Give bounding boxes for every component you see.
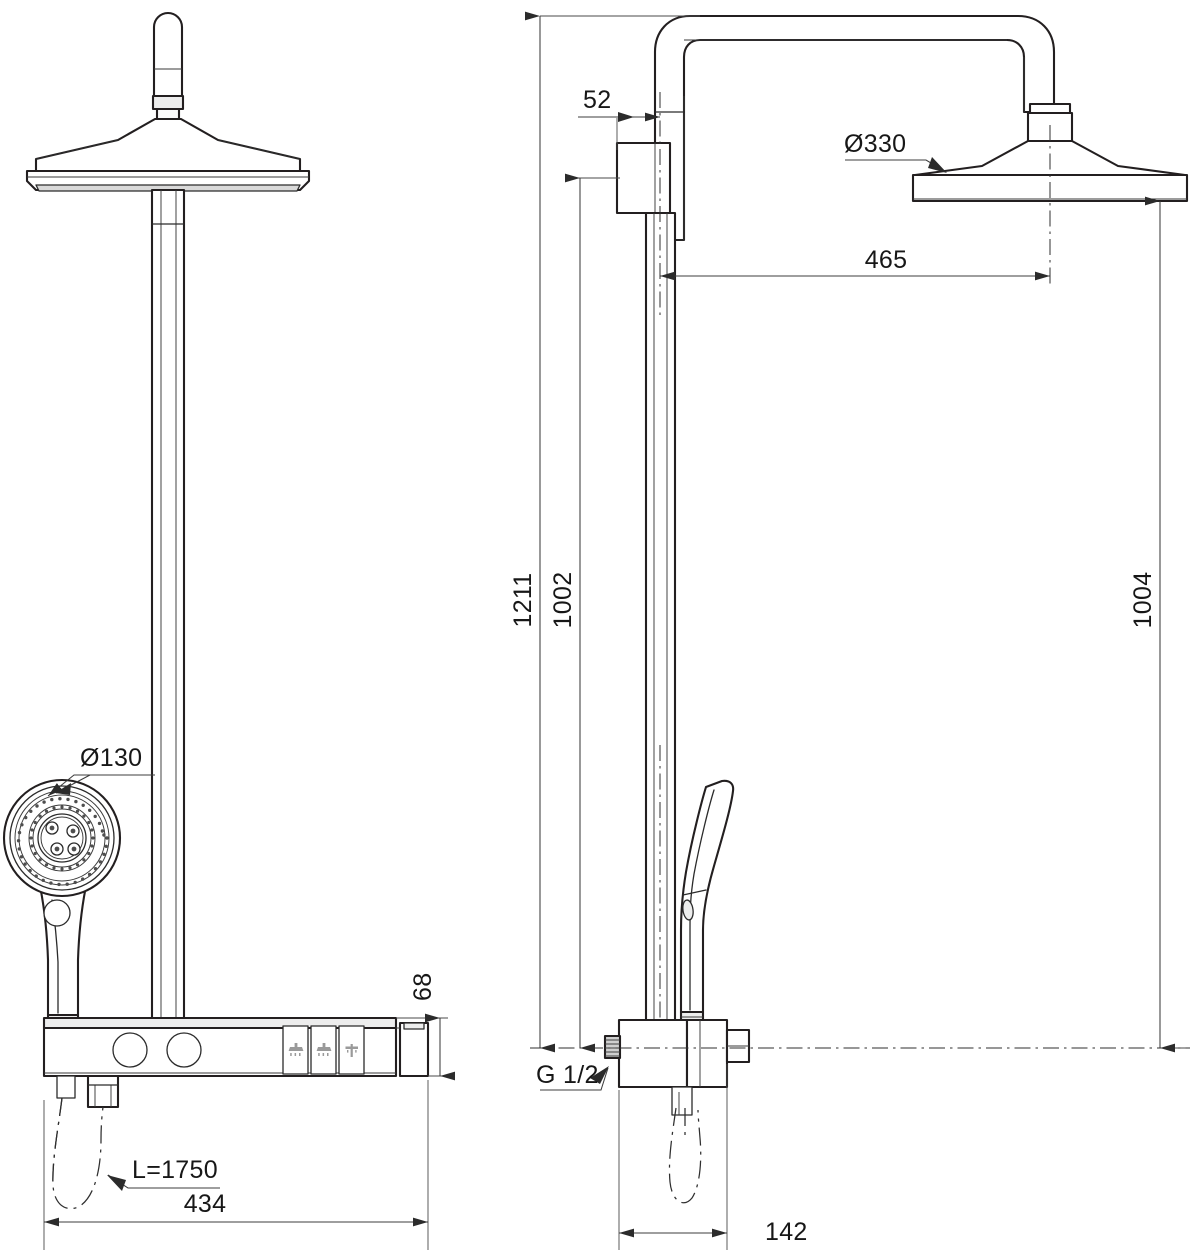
dim-label-head-shower-diameter: Ø330 [844, 130, 906, 158]
g-half-inlet [603, 1034, 622, 1060]
wall-bracket-side [615, 141, 672, 215]
dim-wall-offset: 52 [578, 86, 660, 150]
thread-hatching [605, 1039, 620, 1057]
riser-pipe-side [644, 92, 677, 1048]
dim-hose-length: L=1750 [107, 1156, 220, 1191]
dim-arm-reach: 465 [660, 246, 1050, 281]
overhead-shower-head-front [25, 117, 311, 192]
valve-end-cap [398, 1021, 430, 1078]
dim-inlet-thread: G 1/2 [536, 1061, 609, 1091]
valve-body-front [42, 1016, 430, 1109]
head-shower-swivel-joint [151, 12, 185, 121]
dim-valve-body-height: 68 [396, 973, 455, 1081]
overhead-shower-head-side [911, 102, 1189, 288]
dim-label-overall-width: 434 [184, 1190, 227, 1218]
dim-label-total-height: 1211 [509, 573, 537, 628]
front-elevation-view: Ø130 [2, 12, 455, 1250]
dim-valve-height: 1002 [549, 173, 620, 1053]
dim-side-depth: 142 [618, 1064, 808, 1250]
side-elevation-view: Ø330 52 465 1211 1002 1004 [509, 11, 1190, 1250]
dim-label-hose-length: L=1750 [132, 1156, 218, 1184]
dim-total-height: 1211 [509, 11, 555, 1053]
overhead-shower-icon [288, 1043, 304, 1056]
dim-label-arm-reach: 465 [865, 246, 908, 274]
flexible-hose-side [668, 1107, 702, 1204]
dim-label-inlet-thread: G 1/2 [536, 1061, 599, 1089]
hand-shower-icon [345, 1044, 358, 1057]
temperature-knob[interactable] [112, 1032, 148, 1068]
flow-knob[interactable] [166, 1032, 202, 1068]
mode-button-group [282, 1025, 365, 1075]
flexible-hose-front [52, 1097, 104, 1210]
center-jets [45, 821, 81, 856]
valve-body-side [530, 1018, 1190, 1116]
riser-pipe-front [150, 188, 186, 1024]
dim-head-shower-height: 1004 [1129, 196, 1190, 1053]
dim-label-side-depth: 142 [765, 1218, 808, 1246]
dim-hand-shower-diameter: Ø130 [47, 744, 155, 797]
overhead-shower-icon [316, 1043, 332, 1056]
hose-outlet [86, 1074, 120, 1109]
fixed-outlet [56, 1075, 76, 1099]
dim-overall-width: 434 [43, 1080, 429, 1250]
dim-label-valve-body-height: 68 [409, 973, 437, 1001]
dim-label-wall-offset: 52 [583, 86, 611, 114]
dim-label-hand-shower-diameter: Ø130 [80, 744, 142, 772]
dim-label-head-shower-height: 1004 [1129, 572, 1157, 629]
spray-nozzles [16, 797, 109, 887]
dim-head-shower-diameter: Ø330 [844, 130, 947, 173]
dim-label-valve-height: 1002 [549, 572, 577, 629]
